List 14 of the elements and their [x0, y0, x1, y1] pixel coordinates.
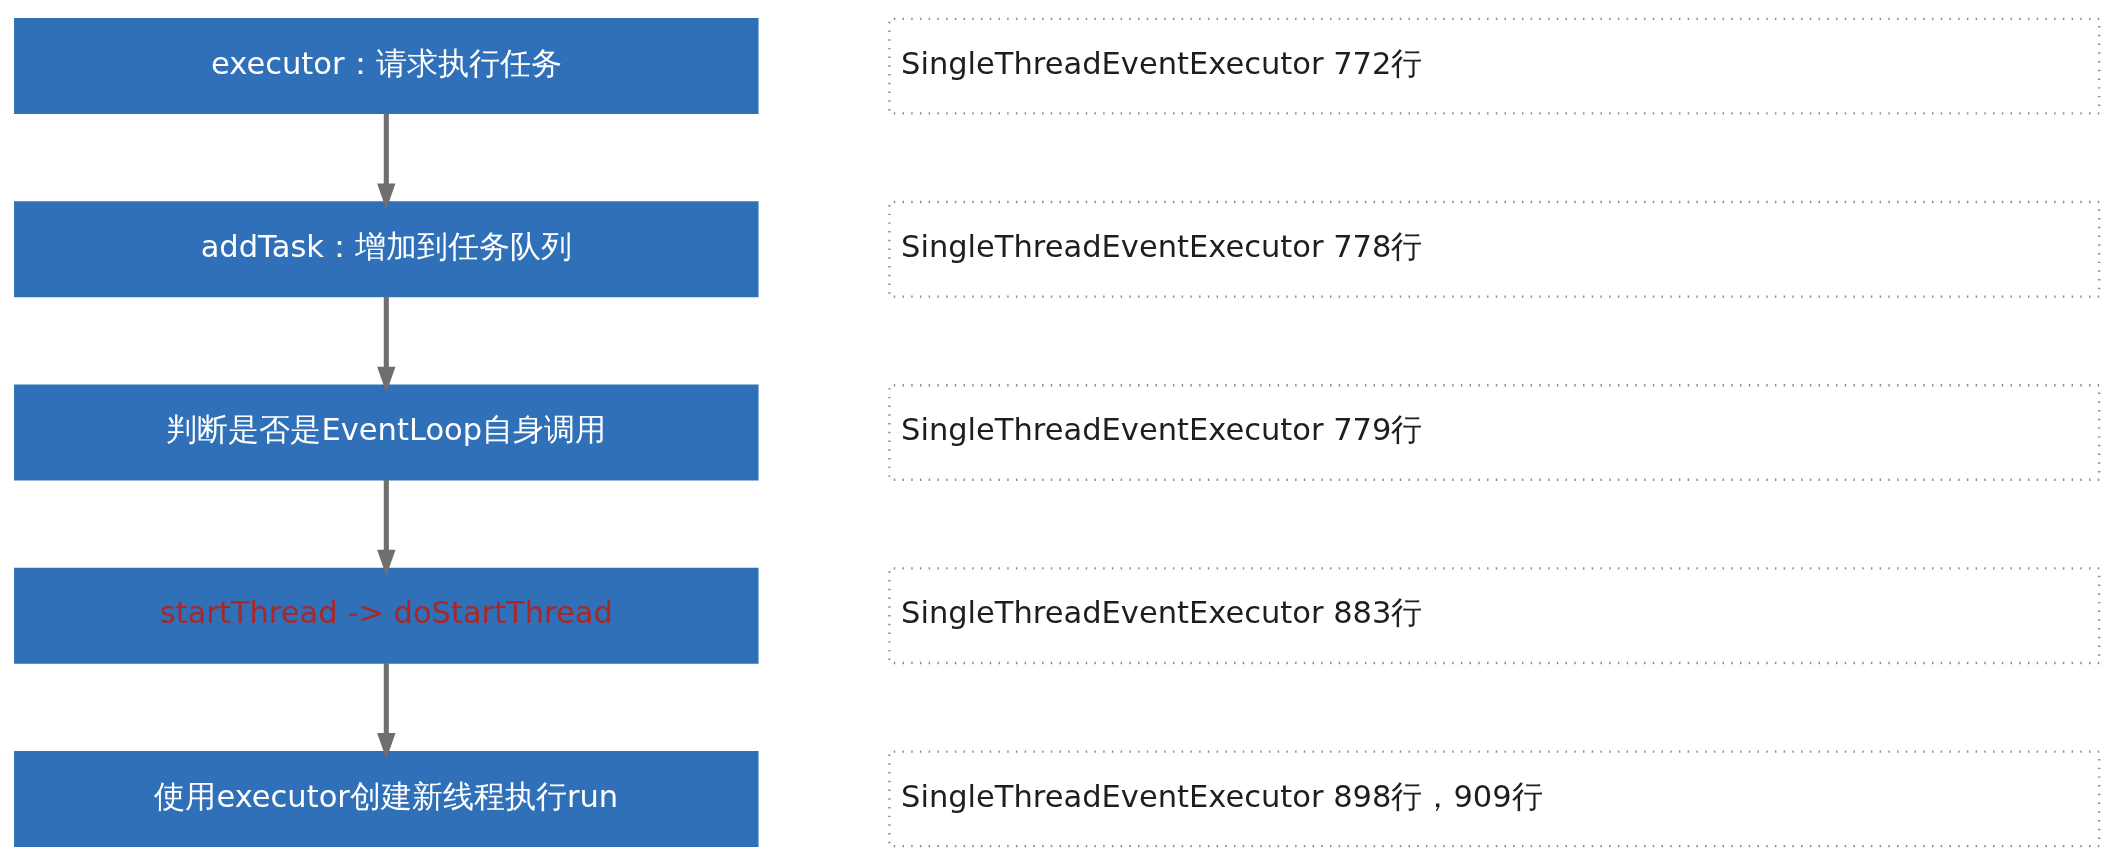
- arrow: [377, 113, 396, 210]
- node-box: 判断是否是EventLoop自身调用: [14, 384, 759, 480]
- arrow: [377, 662, 396, 759]
- node-box: executor：请求执行任务: [14, 17, 759, 114]
- node-box: startThread -> doStartThread: [14, 567, 759, 664]
- node-box: SingleThreadEventExecutor 883行: [888, 566, 2101, 664]
- node-box: SingleThreadEventExecutor 779行: [888, 383, 2101, 481]
- node-box: 使用executor创建新线程执行run: [14, 750, 759, 847]
- arrow: [377, 479, 396, 576]
- arrow: [377, 296, 396, 393]
- node-box: SingleThreadEventExecutor 778行: [888, 200, 2101, 298]
- node-box: SingleThreadEventExecutor 898行，909行: [888, 750, 2101, 847]
- node-box: SingleThreadEventExecutor 772行: [888, 17, 2101, 114]
- node-box: addTask：增加到任务队列: [14, 200, 759, 297]
